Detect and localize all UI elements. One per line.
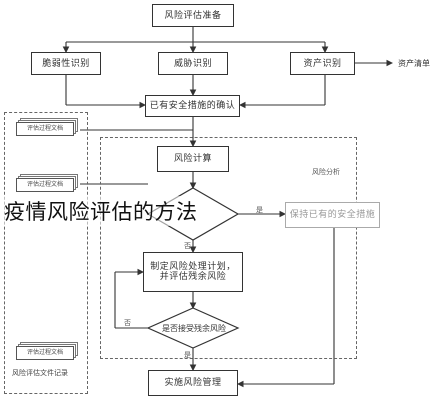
doc-label-3: 评估过程文档: [16, 346, 74, 360]
decision-label-accept-residual: 是否接受残余风险: [162, 324, 226, 333]
node-threat-identification: 威胁识别: [158, 52, 228, 75]
risk-analysis-group: [100, 137, 357, 359]
doc-label-2: 评估过程文档: [16, 178, 74, 192]
doc-label-1: 评估过程文档: [16, 122, 74, 136]
label-yes-right: 是: [256, 206, 263, 214]
node-asset-identification: 资产识别: [290, 52, 355, 75]
node-existing-measures-confirm: 已有安全措施的确认: [145, 95, 240, 117]
label-no-down: 否: [184, 242, 191, 250]
node-keep-existing-measures: 保持已有的安全措施: [285, 202, 380, 228]
node-implement-risk-management: 实施风险管理: [148, 370, 238, 396]
doc-record-label: 风险评估文件记录: [12, 369, 68, 377]
overlay-title: 疫情风险评估的方法: [2, 196, 200, 226]
decision-diamond-accept-residual: [146, 307, 240, 349]
documents-group: [4, 112, 88, 394]
node-risk-calculation: 风险计算: [157, 146, 229, 172]
label-yes-down: 是: [184, 351, 191, 359]
label-risk-analysis: 风险分析: [312, 168, 340, 176]
node-risk-treatment-plan: 制定风险处理计划，并评估残余风险: [143, 252, 243, 292]
label-asset-list: 资产清单: [398, 59, 430, 68]
node-vulnerability-identification: 脆弱性识别: [31, 52, 101, 75]
node-risk-assessment-prep: 风险评估准备: [152, 4, 234, 27]
label-no-left: 否: [124, 319, 131, 327]
